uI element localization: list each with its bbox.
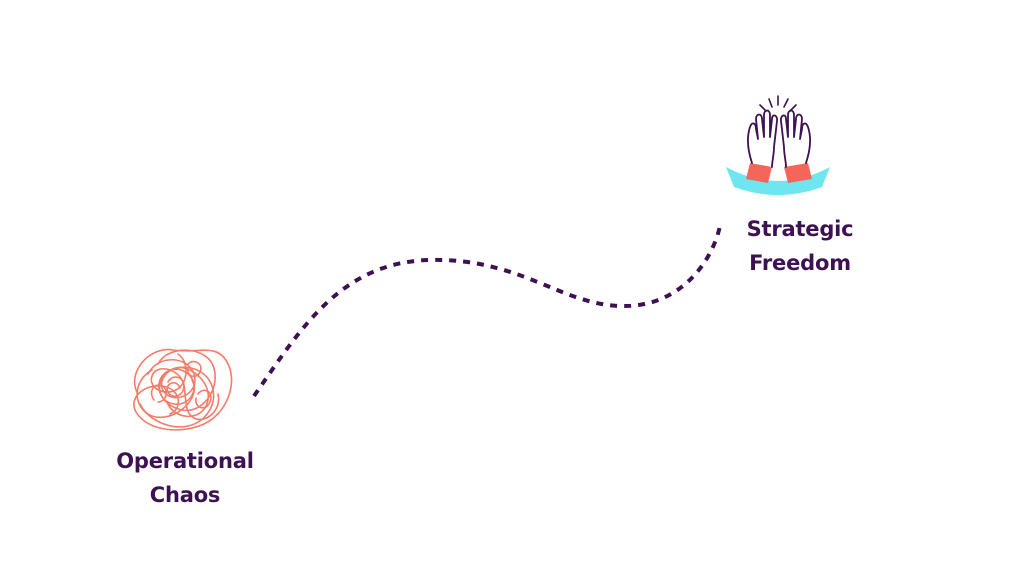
dotted-journey-line — [252, 225, 722, 398]
end-label-line1: Strategic — [746, 217, 854, 241]
high-five-icon — [722, 95, 834, 195]
strategic-freedom-label: Strategic Freedom — [710, 212, 890, 280]
operational-chaos-label: Operational Chaos — [95, 444, 275, 512]
end-label-line2: Freedom — [749, 251, 851, 275]
start-label-line2: Chaos — [149, 483, 221, 507]
arc-shape — [726, 167, 830, 195]
tangled-scribble-icon — [118, 334, 244, 440]
right-sleeve — [784, 163, 812, 183]
left-sleeve — [746, 163, 772, 183]
start-label-line1: Operational — [116, 449, 254, 473]
clap-lines — [759, 95, 797, 112]
